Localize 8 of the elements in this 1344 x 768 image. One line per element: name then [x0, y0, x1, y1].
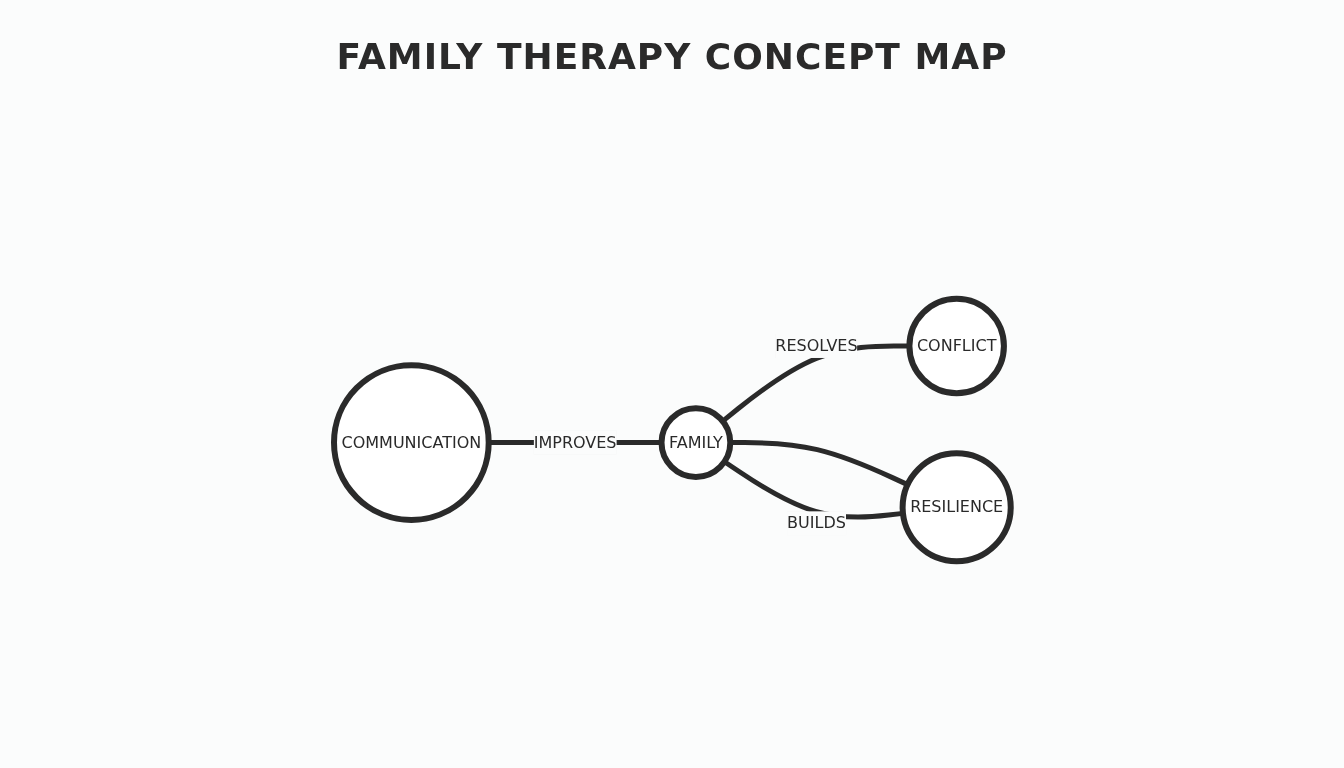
- edge-label: BUILDS: [786, 513, 846, 533]
- node-circle: COMMUNICATION: [330, 362, 492, 523]
- diagram-title: FAMILY THERAPY CONCEPT MAP: [336, 36, 1008, 77]
- node-circle: CONFLICT: [906, 295, 1007, 397]
- edge-label: IMPROVES: [533, 432, 617, 452]
- node-circle: RESILIENCE: [899, 450, 1014, 565]
- edge-label: RESOLVES: [774, 335, 858, 355]
- node-circle: FAMILY: [658, 405, 733, 480]
